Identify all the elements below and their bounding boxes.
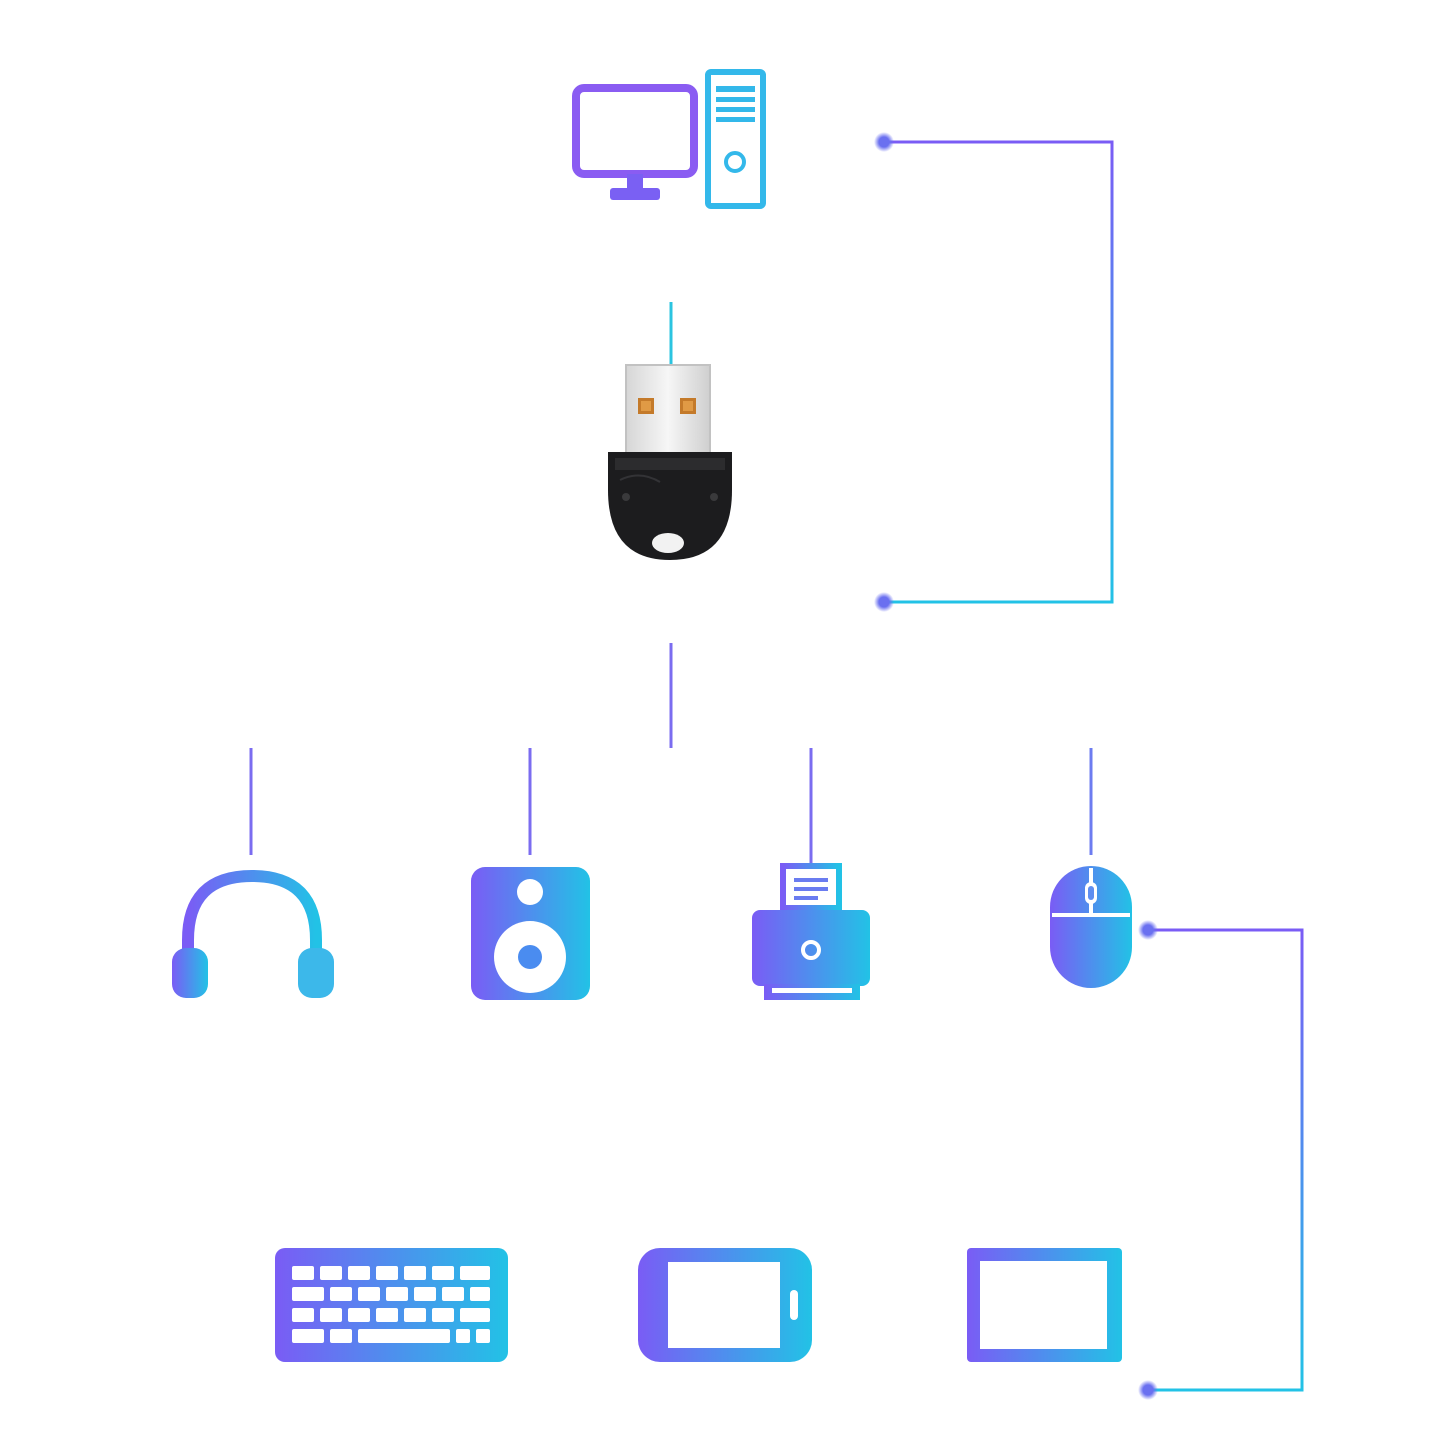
- connector-dots: [874, 132, 1158, 1400]
- printer-icon: [752, 863, 870, 1000]
- tablet-icon: [967, 1248, 1122, 1362]
- pc-tower-icon: [705, 69, 766, 209]
- connector-dot: [1143, 925, 1153, 935]
- speaker-icon: [471, 867, 590, 1000]
- connector-dot: [879, 597, 889, 607]
- host-bracket-line: [885, 140, 1114, 604]
- connector-dot: [1143, 1385, 1153, 1395]
- mouse-icon: [1050, 866, 1132, 988]
- keyboard-icon: [275, 1248, 508, 1362]
- headphones-icon: [172, 869, 334, 1006]
- mouse-bracket-line: [1148, 928, 1304, 1392]
- connector-lines: [249, 140, 1304, 1392]
- smartphone-icon: [638, 1248, 812, 1362]
- connector-dot: [879, 137, 889, 147]
- usb-dongle-image: [608, 364, 732, 560]
- monitor-icon: [572, 84, 698, 200]
